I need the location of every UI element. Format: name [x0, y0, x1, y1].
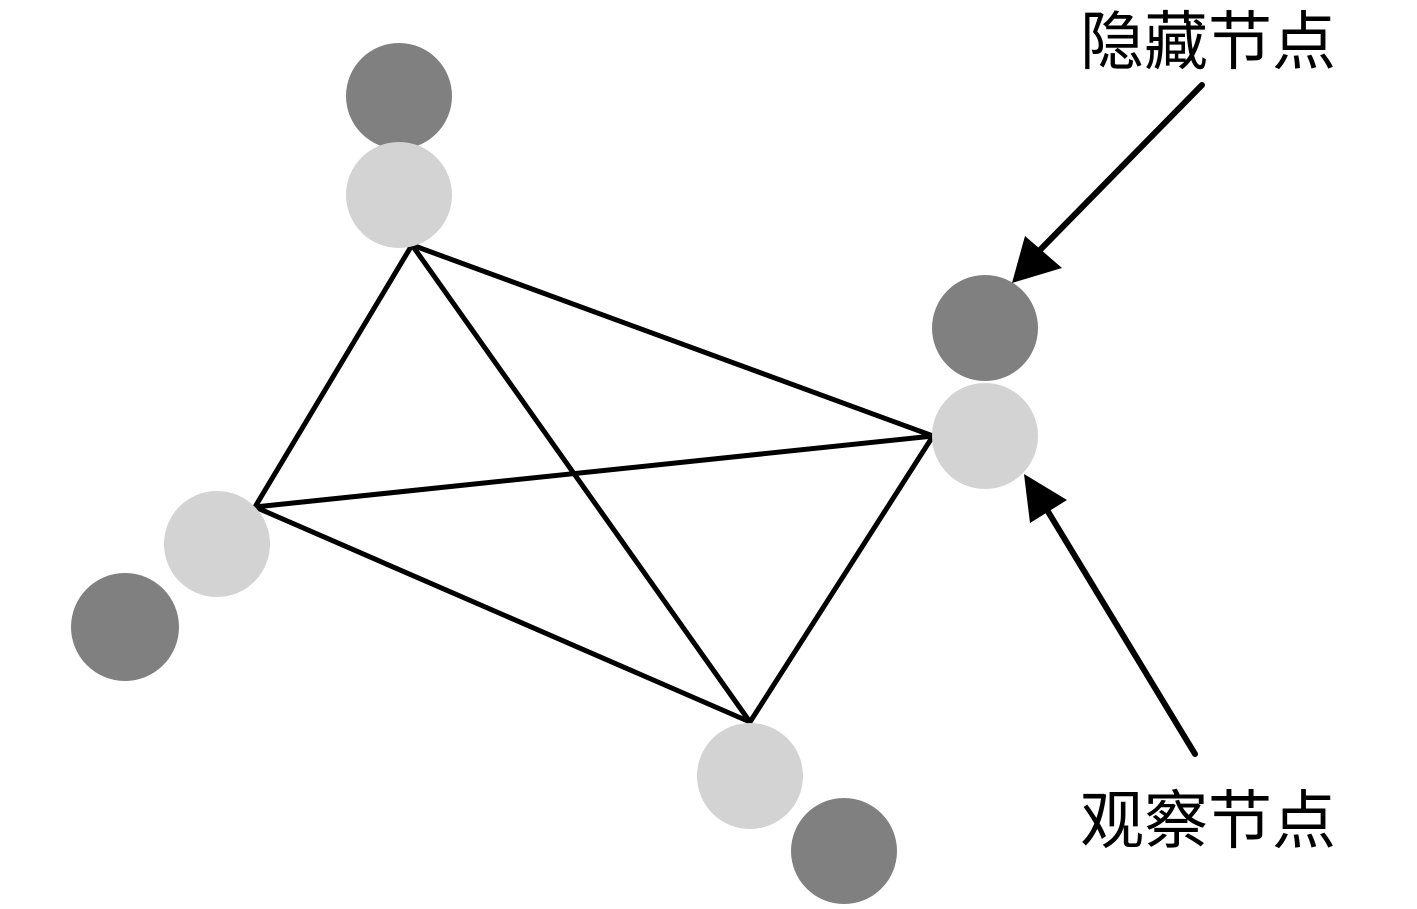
edge-left-bottom: [252, 504, 753, 725]
edge-right-bottom: [747, 433, 936, 725]
node-pair-left: [71, 491, 270, 681]
node-pair-bottom: [697, 723, 897, 904]
arrow-hidden-node: [1012, 82, 1205, 283]
observed-node-bottom: [697, 723, 803, 829]
edge-top-right: [409, 242, 936, 439]
node-pair-top: [346, 43, 452, 248]
hidden-node-bottom: [791, 798, 897, 904]
hidden-node-left: [71, 573, 179, 681]
node-pair-right: [932, 275, 1038, 489]
edge-left-right: [252, 433, 936, 510]
arrow-observed-node: [1024, 474, 1198, 757]
arrow-hidden-node-head: [1012, 236, 1062, 283]
hidden-node-label: 隐藏节点: [1080, 6, 1336, 80]
observed-node-right: [932, 383, 1038, 489]
arrow-hidden-node-shaft: [1037, 82, 1205, 253]
hidden-node-top: [346, 43, 452, 149]
edge-top-bottom: [409, 242, 753, 725]
observed-node-left: [164, 491, 270, 597]
hidden-node-right: [932, 275, 1038, 381]
arrow-observed-node-head: [1024, 474, 1067, 523]
edges: [252, 242, 936, 725]
observed-node-top: [346, 142, 452, 248]
observed-node-label: 观察节点: [1080, 785, 1336, 859]
edge-top-left: [252, 242, 415, 510]
arrow-observed-node-shaft: [1041, 502, 1198, 757]
